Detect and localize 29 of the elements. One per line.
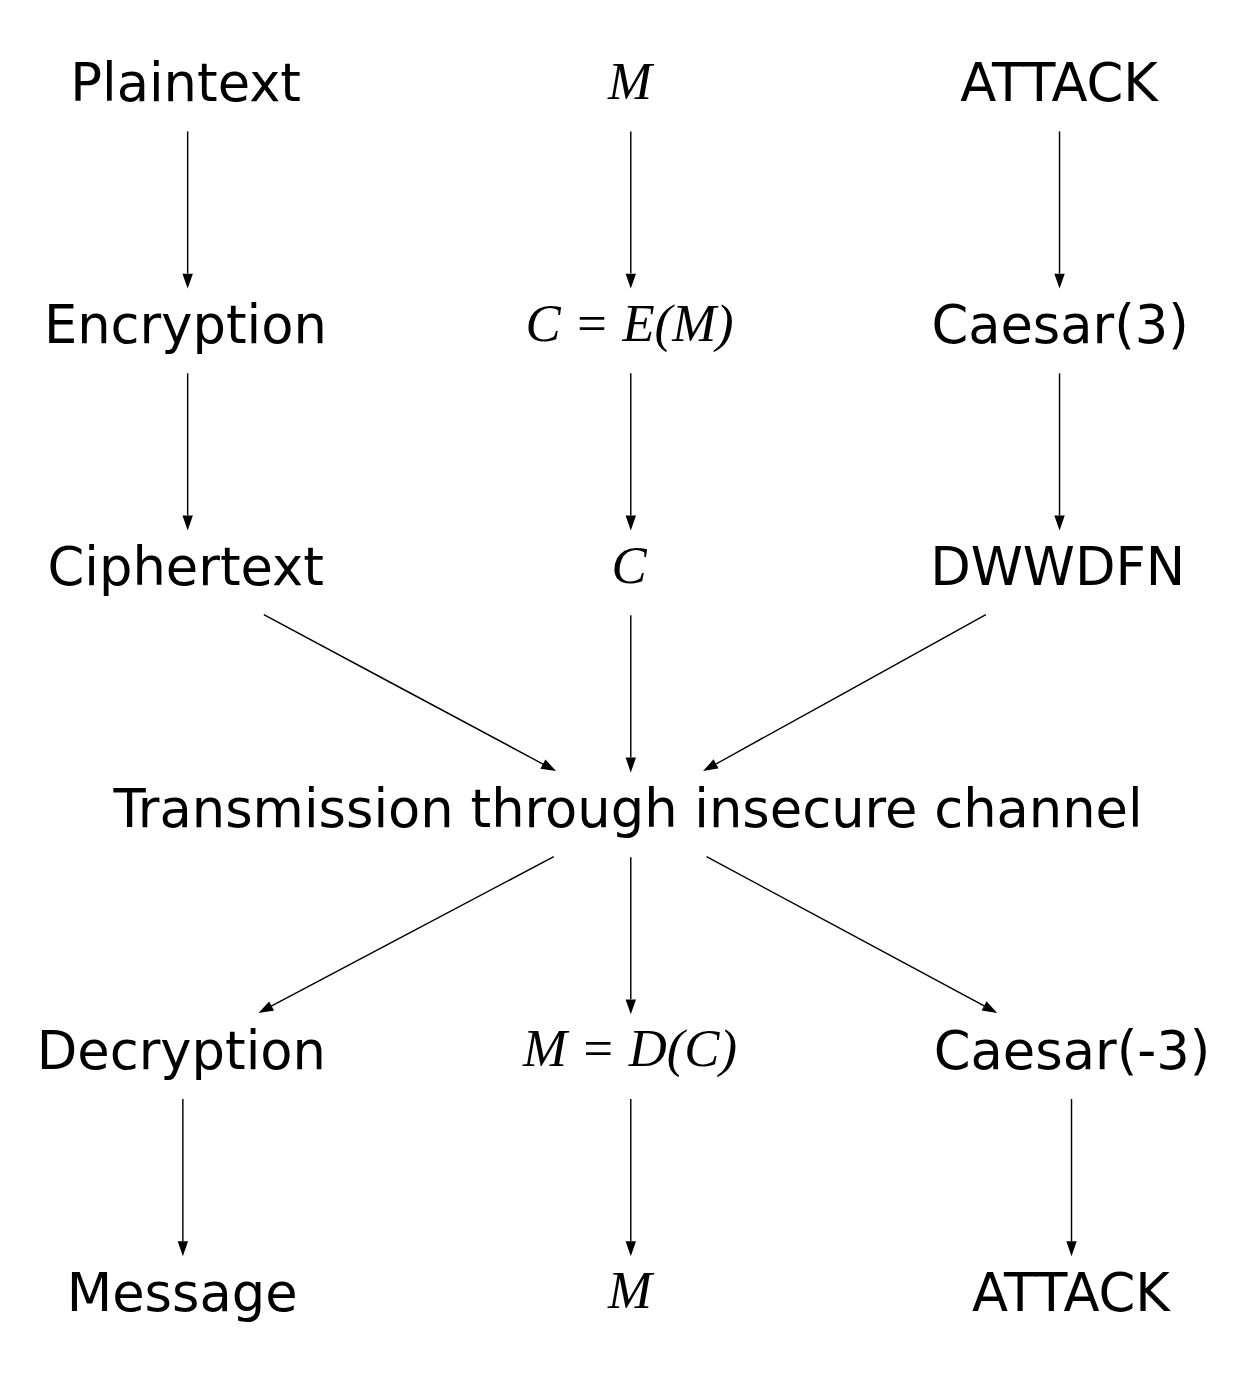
arrow	[182, 130, 193, 289]
arrow	[258, 855, 555, 1013]
arrow	[703, 614, 987, 772]
arrow	[1054, 130, 1065, 289]
arrow	[1066, 1098, 1077, 1257]
arrow	[625, 614, 636, 773]
node-text: DWWDFN	[930, 535, 1186, 597]
node-text: Plaintext	[70, 52, 302, 114]
node-text: Message	[66, 1261, 298, 1323]
arrow	[625, 130, 636, 289]
node-text: Caesar(3)	[931, 294, 1189, 356]
node-text: Caesar(-3)	[933, 1019, 1211, 1081]
node-text: Ciphertext	[47, 535, 324, 597]
node-text: Encryption	[43, 294, 327, 356]
node-text: C	[611, 535, 647, 594]
node-text: Transmission through insecure channel	[113, 777, 1143, 839]
node-text: ATTACK	[960, 52, 1158, 114]
node-text: M = D(C)	[523, 1019, 738, 1078]
arrow	[625, 856, 636, 1015]
arrow	[1054, 372, 1065, 531]
arrow	[182, 372, 193, 531]
arrow	[177, 1098, 189, 1257]
node-text: ATTACK	[972, 1261, 1170, 1323]
arrow	[625, 372, 636, 531]
node-text: Decryption	[36, 1019, 326, 1081]
arrow	[705, 855, 998, 1013]
arrow	[625, 1098, 636, 1257]
arrow	[263, 614, 557, 772]
node-text: C = E(M)	[525, 293, 734, 352]
